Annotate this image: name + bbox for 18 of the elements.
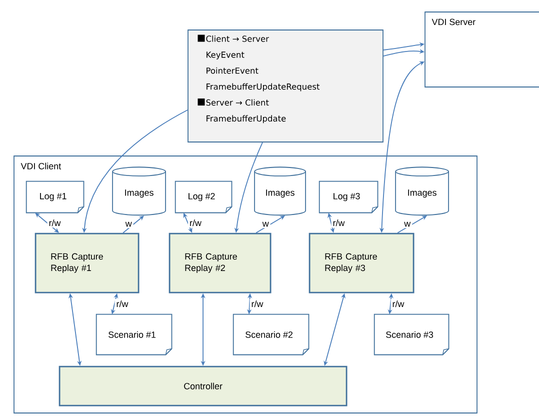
server-box: VDI Server bbox=[424, 12, 539, 88]
edge-label: w bbox=[402, 220, 412, 228]
process-box: Controller bbox=[58, 366, 348, 406]
edge-label: r/w bbox=[250, 299, 265, 309]
edge-label: r/w bbox=[390, 299, 406, 309]
database-cylinder: Images bbox=[112, 166, 166, 216]
process-box: RFB Capture Replay #1 bbox=[34, 232, 140, 294]
edge-label: w bbox=[124, 220, 134, 228]
edge-label: r/w bbox=[188, 218, 203, 228]
edge-label: r/w bbox=[331, 218, 346, 228]
edge-label: w bbox=[260, 220, 270, 228]
message-box: Client → Server KeyEvent PointerEvent FramebufferUpdateRequest Server → Client FramebufferUpdate bbox=[188, 30, 384, 142]
edge-label: r/w bbox=[47, 218, 62, 228]
edge-label: r/w bbox=[114, 299, 130, 309]
process-box: RFB Capture Replay #2 bbox=[168, 232, 272, 294]
database-cylinder: Images bbox=[254, 166, 306, 216]
process-box: RFB Capture Replay #3 bbox=[308, 232, 414, 294]
database-cylinder: Images bbox=[395, 166, 449, 216]
